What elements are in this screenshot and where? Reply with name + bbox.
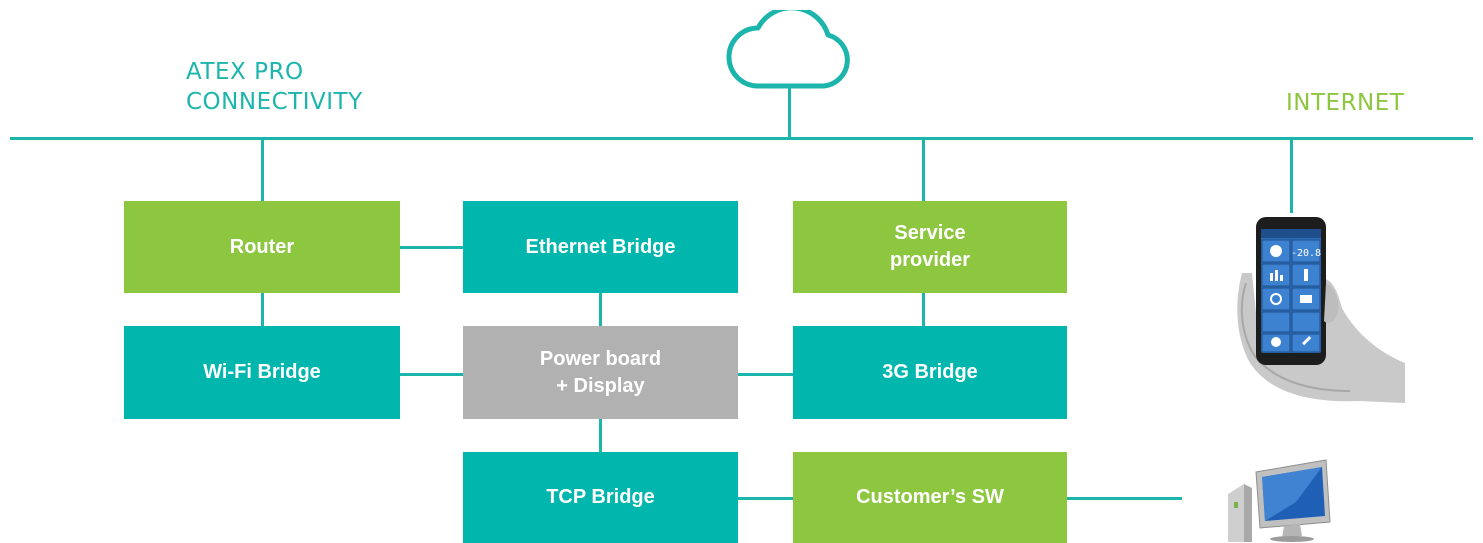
smartphone-in-hand-icon: -20.8 [1237, 217, 1405, 403]
service-provider-label: Service provider [889, 222, 971, 271]
router-label: Router [229, 235, 295, 258]
router-drop-line [261, 139, 264, 202]
customer-sw-box: Customer’s SW [793, 452, 1067, 543]
phone-screen-value: -20.8 [1291, 248, 1321, 259]
power-board-label: Power board + Display [539, 347, 662, 397]
atex-pro-connectivity-label: ATEX PRO CONNECTIVITY [186, 59, 363, 115]
ethernet-power-link [599, 293, 602, 326]
tcp-bridge-label: TCP Bridge [546, 486, 655, 508]
router-wifi-link [261, 293, 264, 326]
tcp-bridge-box: TCP Bridge [463, 452, 738, 543]
router-box: Router [124, 201, 400, 293]
cloud-icon [726, 10, 850, 89]
phone-drop-line [1290, 139, 1293, 213]
cloud-connector [788, 88, 791, 138]
ethernet-bridge-box: Ethernet Bridge [463, 201, 738, 293]
router-ethernet-link [400, 246, 464, 249]
internet-bus-line [10, 137, 1473, 140]
wifi-bridge-box: Wi-Fi Bridge [124, 326, 400, 419]
desktop-computer-icon [1228, 459, 1331, 542]
internet-label: INTERNET [1286, 90, 1405, 116]
wifi-bridge-label: Wi-Fi Bridge [203, 361, 321, 383]
power-board-box: Power board + Display [463, 326, 738, 419]
customer-sw-label: Customer’s SW [856, 486, 1004, 508]
ethernet-bridge-label: Ethernet Bridge [525, 235, 676, 258]
tcp-customer-link [737, 497, 794, 500]
service-provider-box: Service provider [793, 201, 1067, 293]
3g-bridge-box: 3G Bridge [793, 326, 1067, 419]
service-3g-link [922, 293, 925, 326]
power-tcp-link [599, 419, 602, 452]
customer-computer-link [1066, 497, 1182, 500]
3g-bridge-label: 3G Bridge [882, 361, 978, 383]
service-provider-drop-line [922, 139, 925, 202]
wifi-power-link [400, 373, 464, 376]
power-3g-link [737, 373, 794, 376]
